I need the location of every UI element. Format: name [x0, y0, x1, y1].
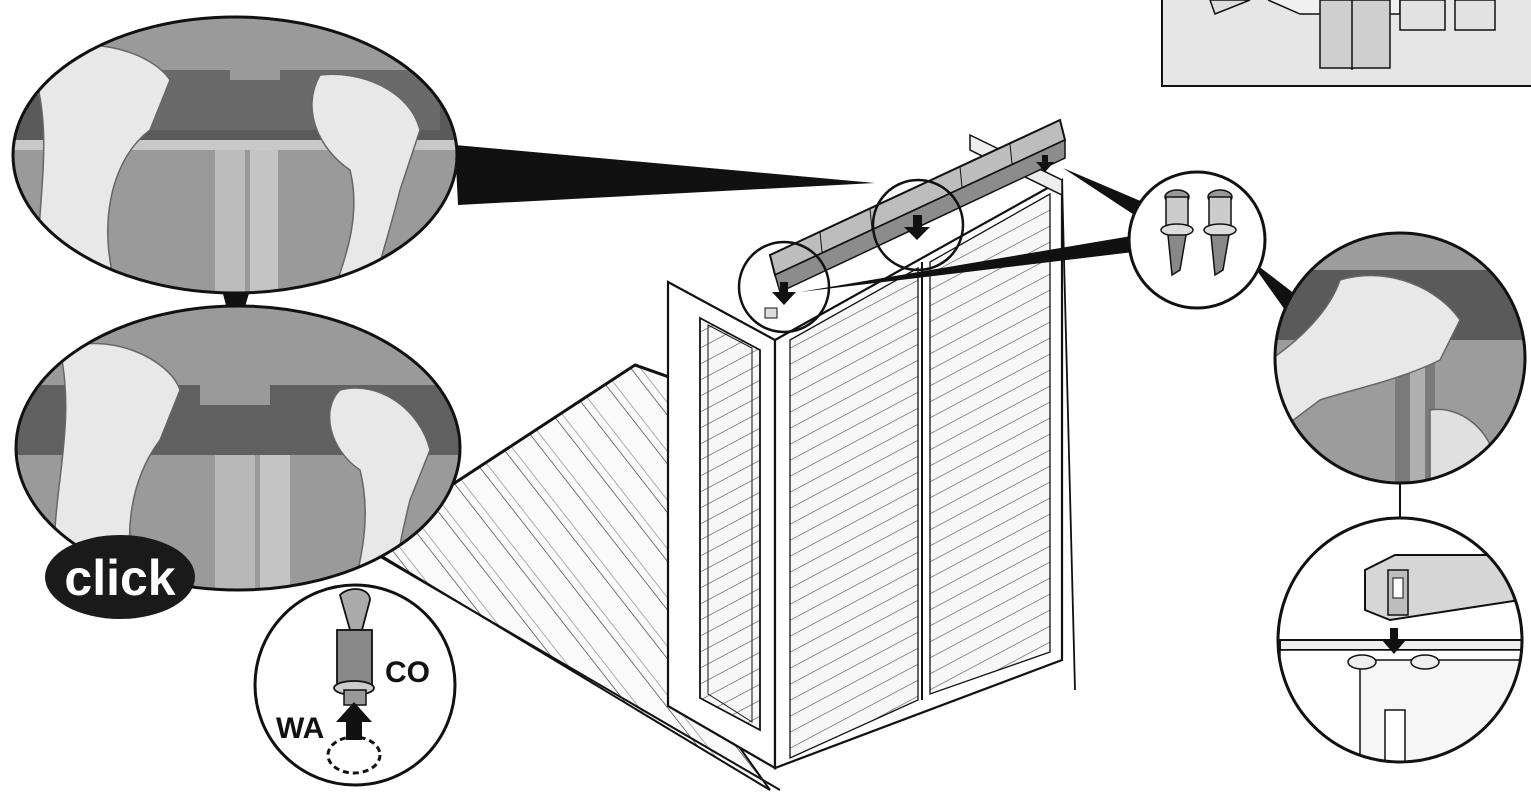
rotate-arrow-icon [326, 735, 382, 775]
co-label: CO [385, 656, 430, 689]
corner-detail-circle [1278, 518, 1522, 762]
photo-detail-top [13, 17, 457, 293]
glove-hand-icon [1275, 274, 1461, 432]
peg-icon [333, 588, 375, 706]
frame-detail-circle-left [737, 240, 831, 334]
arrow-down-icon [904, 215, 930, 240]
shed-side-wall [666, 280, 777, 770]
wa-label: WA [276, 712, 324, 745]
arrow-up-icon [336, 702, 372, 740]
callout-pointers [160, 145, 1401, 550]
frame-detail-circle-mid [871, 178, 965, 272]
photo-detail-right [1275, 233, 1525, 483]
inset-detail-box [1161, 0, 1531, 87]
shed-back-wall [773, 133, 1076, 770]
peg-detail-circle [1127, 170, 1267, 310]
arrow-down-icon [1036, 155, 1054, 172]
arrow-down-icon [1382, 628, 1406, 654]
peg-icon [1160, 189, 1194, 277]
photo-detail-click [16, 306, 460, 590]
peg-icon [1203, 189, 1237, 277]
glove-hand-icon [29, 44, 171, 293]
peg-rotation-circle: CO WA [253, 583, 457, 787]
click-label: click [64, 550, 175, 606]
glove-hand-icon [311, 73, 421, 293]
click-badge: click [45, 535, 195, 619]
arrow-down-icon [772, 282, 796, 305]
glove-hand-icon [328, 387, 431, 590]
